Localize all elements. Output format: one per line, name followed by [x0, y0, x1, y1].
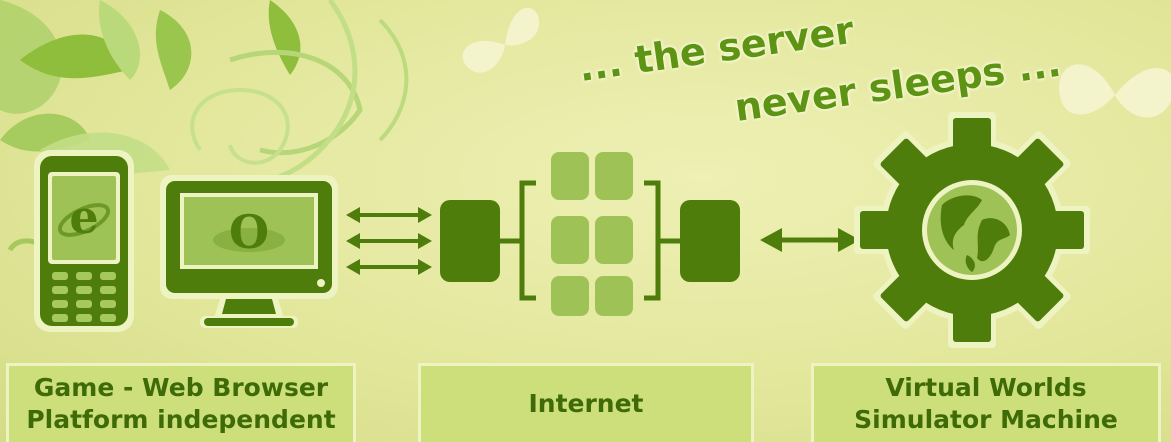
server-label: Virtual Worlds Simulator Machine: [811, 363, 1161, 442]
double-arrow-icon: [346, 207, 432, 275]
network-label-text: Internet: [528, 389, 644, 418]
double-arrow-icon: [760, 228, 860, 252]
client-label: Game - Web Browser Platform independent: [6, 363, 356, 442]
client-label-line2: Platform independent: [26, 405, 336, 434]
butterfly-icon: [1059, 64, 1171, 118]
server-label-line2: Simulator Machine: [854, 405, 1118, 434]
phone-screen-letter: e: [69, 190, 99, 244]
server-label-line1: Virtual Worlds: [885, 373, 1087, 402]
leaf-swirl-decoration: [0, 0, 409, 252]
client-label-line1: Game - Web Browser: [33, 373, 329, 402]
monitor-screen-letter: O: [228, 205, 270, 259]
monitor-icon: [160, 175, 338, 328]
butterfly-icon: [462, 7, 540, 73]
network-label: Internet: [418, 363, 754, 442]
gear-globe-icon: [854, 112, 1090, 348]
network-cluster-icon: [440, 152, 740, 316]
mobile-phone-icon: [34, 150, 134, 332]
